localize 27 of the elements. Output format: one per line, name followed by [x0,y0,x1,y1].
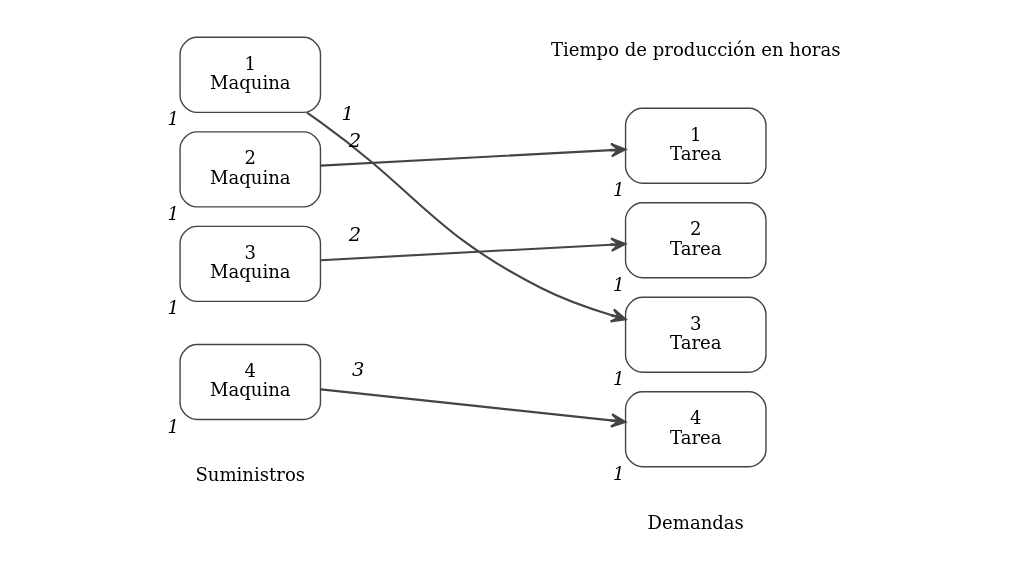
node-label: 1 [167,202,180,224]
node-label: 1 [167,297,180,319]
node-box: 4 Maquina [179,343,322,421]
node-label: 1 [167,108,180,130]
node-label: 1 [613,179,625,201]
arrow [320,237,627,262]
node-box: 3 Maquina [179,225,322,303]
edge-label: 3 [352,358,365,382]
node-label: 1 [613,273,625,295]
node-box: 4 Tarea [624,391,767,468]
node-box: 1 Maquina [179,36,322,114]
label: Suministros [195,464,306,486]
label: Demandas [647,511,744,533]
node-label: 1 [167,415,180,437]
node-box: 1 Tarea [624,107,767,184]
node-label: 1 [613,462,625,484]
arrow [306,111,627,323]
edge-label: 1 [341,101,354,125]
label: Tiempo de producción en horas [550,38,841,60]
node-box: 3 Tarea [624,296,767,373]
node-label: 1 [613,368,625,390]
arrow [320,388,627,428]
arrow [320,142,627,167]
edge-label: 2 [348,128,362,152]
node-box: 2 Maquina [179,131,322,208]
node-box: 2 Tarea [624,202,767,279]
edge-label: 2 [348,223,362,247]
